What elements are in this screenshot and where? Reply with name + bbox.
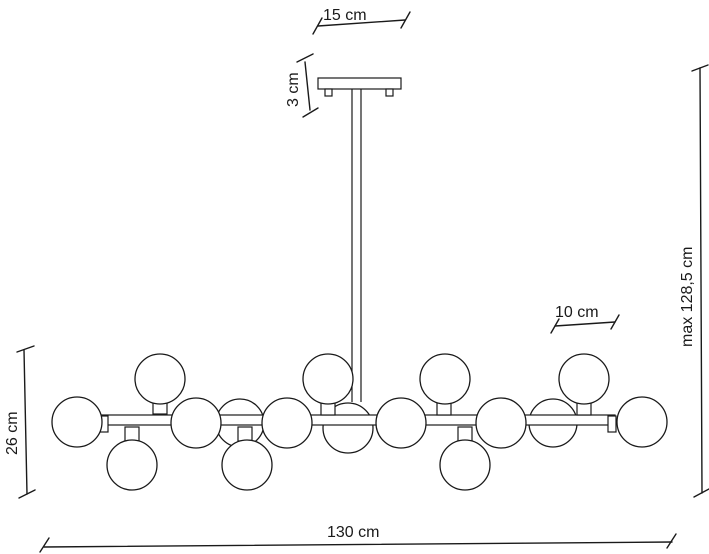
- suspension-rods: [351, 89, 362, 402]
- lower-globes: [106, 426, 491, 491]
- max-height-dimension: max 128,5 cm: [679, 64, 709, 498]
- fixture-width-label: 130 cm: [327, 524, 379, 541]
- globe-diameter-label: 10 cm: [555, 304, 599, 321]
- globe-diameter-dimension: 10 cm: [550, 304, 620, 334]
- canopy-width-dimension: 15 cm: [312, 7, 411, 35]
- max-height-label: max 128,5 cm: [679, 247, 696, 347]
- fixture-height-dimension: 26 cm: [4, 345, 36, 499]
- fixture-width-dimension: 130 cm: [39, 524, 677, 553]
- ceiling-canopy: [317, 77, 402, 97]
- fixture-height-label: 26 cm: [4, 411, 21, 455]
- bar-globes: [51, 396, 668, 449]
- upper-globes: [134, 353, 610, 416]
- canopy-height-label: 3 cm: [285, 72, 302, 107]
- canopy-height-dimension: 3 cm: [285, 53, 319, 118]
- canopy-width-label: 15 cm: [323, 7, 367, 24]
